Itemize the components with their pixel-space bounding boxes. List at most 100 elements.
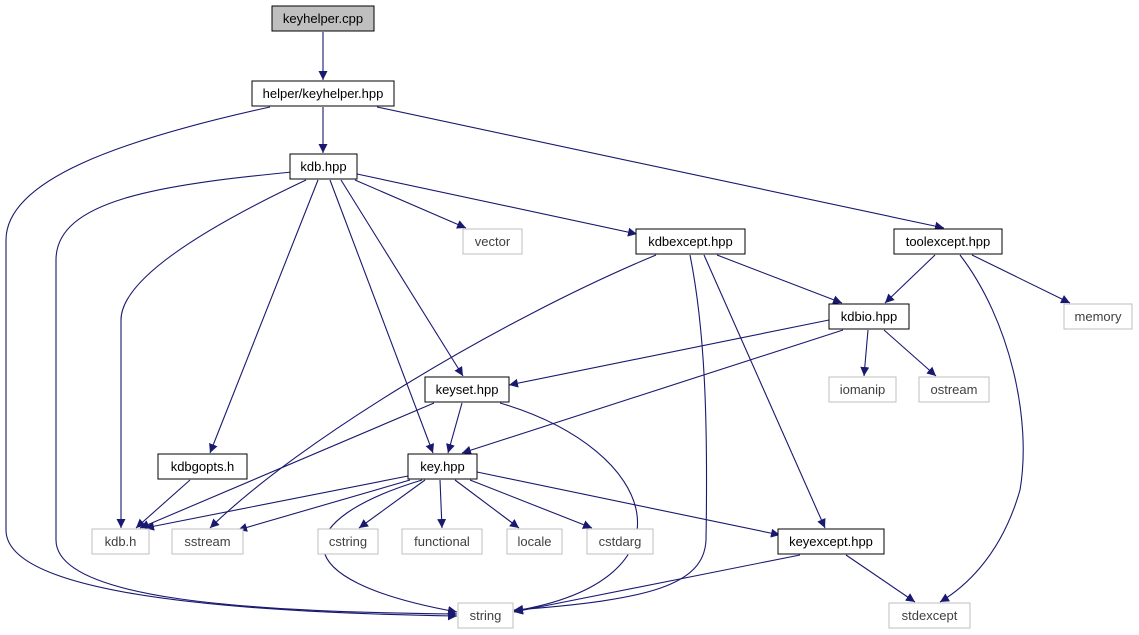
edge-key-hpp-to-sstream xyxy=(237,479,411,532)
edge-keyset-hpp-to-kdb-h xyxy=(139,402,435,529)
node-label: kdb.hpp xyxy=(300,159,346,174)
edge-kdbexcept-hpp-to-string xyxy=(513,254,708,614)
node-kdb-hpp[interactable]: kdb.hpp xyxy=(289,153,358,180)
edge-keyexcept-hpp-to-string xyxy=(513,554,801,615)
node-keyexcept-hpp[interactable]: keyexcept.hpp xyxy=(777,528,885,555)
edge-toolexcept-hpp-to-kdbio-hpp xyxy=(884,254,936,304)
node-label: memory xyxy=(1075,309,1122,324)
node-label: string xyxy=(470,608,502,623)
node-keyhelper-cpp[interactable]: keyhelper.cpp xyxy=(271,5,375,32)
node-functional: functional xyxy=(401,528,483,555)
node-box xyxy=(407,453,478,480)
node-box xyxy=(888,602,971,629)
edge-kdb-hpp-to-string xyxy=(55,171,458,619)
node-cstdarg: cstdarg xyxy=(586,528,654,555)
edge-kdb-hpp-to-key-hpp xyxy=(329,179,435,454)
node-kdb-h: kdb.h xyxy=(91,528,150,555)
node-kdbgopts-h[interactable]: kdbgopts.h xyxy=(157,453,248,480)
node-kdbio-hpp[interactable]: kdbio.hpp xyxy=(828,303,910,330)
node-box xyxy=(462,228,523,255)
node-box xyxy=(171,528,244,555)
edge-keyset-hpp-to-key-hpp xyxy=(446,402,463,454)
node-box xyxy=(777,528,885,555)
node-label: toolexcept.hpp xyxy=(906,234,991,249)
node-box xyxy=(457,602,514,629)
node-label: kdbexcept.hpp xyxy=(648,234,733,249)
node-label: cstring xyxy=(329,534,367,549)
node-box xyxy=(586,528,654,555)
node-helper-keyhelper-hpp[interactable]: helper/keyhelper.hpp xyxy=(251,80,395,107)
node-label: ostream xyxy=(931,382,978,397)
node-box xyxy=(317,528,379,555)
node-stdexcept: stdexcept xyxy=(888,602,971,629)
node-cstring: cstring xyxy=(317,528,379,555)
edge-kdbgopts-h-to-kdb-h xyxy=(135,479,191,529)
edge-helper-keyhelper-hpp-to-toolexcept-hpp xyxy=(376,106,945,231)
node-label: kdbio.hpp xyxy=(841,309,897,324)
node-box xyxy=(251,80,395,107)
node-iomanip: iomanip xyxy=(828,376,897,403)
node-sstream: sstream xyxy=(171,528,244,555)
edge-kdbexcept-hpp-to-kdbio-hpp xyxy=(716,254,843,304)
node-label: keyhelper.cpp xyxy=(283,11,363,26)
edge-kdb-hpp-to-kdbgopts-h xyxy=(209,179,319,454)
edge-key-hpp-to-cstdarg xyxy=(469,479,593,529)
edge-key-hpp-to-keyexcept-hpp xyxy=(476,471,781,538)
node-label: locale xyxy=(518,534,552,549)
edge-kdb-hpp-to-keyset-hpp xyxy=(340,179,464,377)
node-box xyxy=(828,303,910,330)
edge-kdb-hpp-to-kdb-h xyxy=(116,179,307,528)
node-vector: vector xyxy=(462,228,523,255)
edges-layer xyxy=(5,32,1071,621)
node-box xyxy=(1063,303,1133,330)
node-box xyxy=(506,528,563,555)
edge-key-hpp-to-kdb-h xyxy=(144,475,409,531)
node-keyset-hpp[interactable]: keyset.hpp xyxy=(424,376,510,403)
node-locale: locale xyxy=(506,528,563,555)
node-box xyxy=(635,228,746,255)
node-label: keyexcept.hpp xyxy=(789,534,873,549)
edge-kdbio-hpp-to-iomanip xyxy=(860,329,870,377)
edge-keyset-hpp-to-string xyxy=(499,402,638,614)
node-kdbexcept-hpp[interactable]: kdbexcept.hpp xyxy=(635,228,746,255)
node-box xyxy=(918,376,990,403)
node-label: kdb.h xyxy=(105,534,137,549)
nodes-layer: keyhelper.cpp helper/keyhelper.hpp kdb.hpp… xyxy=(91,5,1133,629)
edge-toolexcept-hpp-to-memory xyxy=(971,254,1071,304)
node-box xyxy=(401,528,483,555)
node-label: stdexcept xyxy=(902,608,958,623)
edge-key-hpp-to-functional xyxy=(437,479,447,529)
node-label: iomanip xyxy=(840,382,886,397)
edge-key-hpp-to-locale xyxy=(454,479,520,529)
edge-kdbio-hpp-to-keyset-hpp xyxy=(508,319,830,388)
edge-kdb-hpp-to-kdbexcept-hpp xyxy=(356,173,638,237)
node-ostream: ostream xyxy=(918,376,990,403)
node-key-hpp[interactable]: key.hpp xyxy=(407,453,478,480)
node-label: key.hpp xyxy=(420,459,465,474)
node-label: helper/keyhelper.hpp xyxy=(263,86,384,101)
node-box xyxy=(424,376,510,403)
node-box xyxy=(271,5,375,32)
node-box xyxy=(289,153,358,180)
edge-keyexcept-hpp-to-stdexcept xyxy=(845,554,916,603)
node-toolexcept-hpp[interactable]: toolexcept.hpp xyxy=(893,228,1003,255)
node-box xyxy=(91,528,150,555)
node-label: keyset.hpp xyxy=(436,382,499,397)
node-label: cstdarg xyxy=(599,534,642,549)
edge-helper-keyhelper-hpp-to-string xyxy=(5,106,458,621)
edge-kdbexcept-hpp-to-sstream xyxy=(209,254,657,529)
edge-kdbio-hpp-to-ostream xyxy=(883,329,937,377)
edge-kdbexcept-hpp-to-keyexcept-hpp xyxy=(703,254,826,529)
node-label: sstream xyxy=(184,534,230,549)
node-box xyxy=(893,228,1003,255)
node-string: string xyxy=(457,602,514,629)
node-box xyxy=(157,453,248,480)
node-box xyxy=(828,376,897,403)
node-label: kdbgopts.h xyxy=(171,459,235,474)
node-label: functional xyxy=(414,534,470,549)
edge-toolexcept-hpp-to-stdexcept xyxy=(939,254,1024,603)
edge-kdb-hpp-to-vector xyxy=(354,179,467,229)
node-memory: memory xyxy=(1063,303,1133,330)
edge-key-hpp-to-cstring xyxy=(358,479,426,529)
